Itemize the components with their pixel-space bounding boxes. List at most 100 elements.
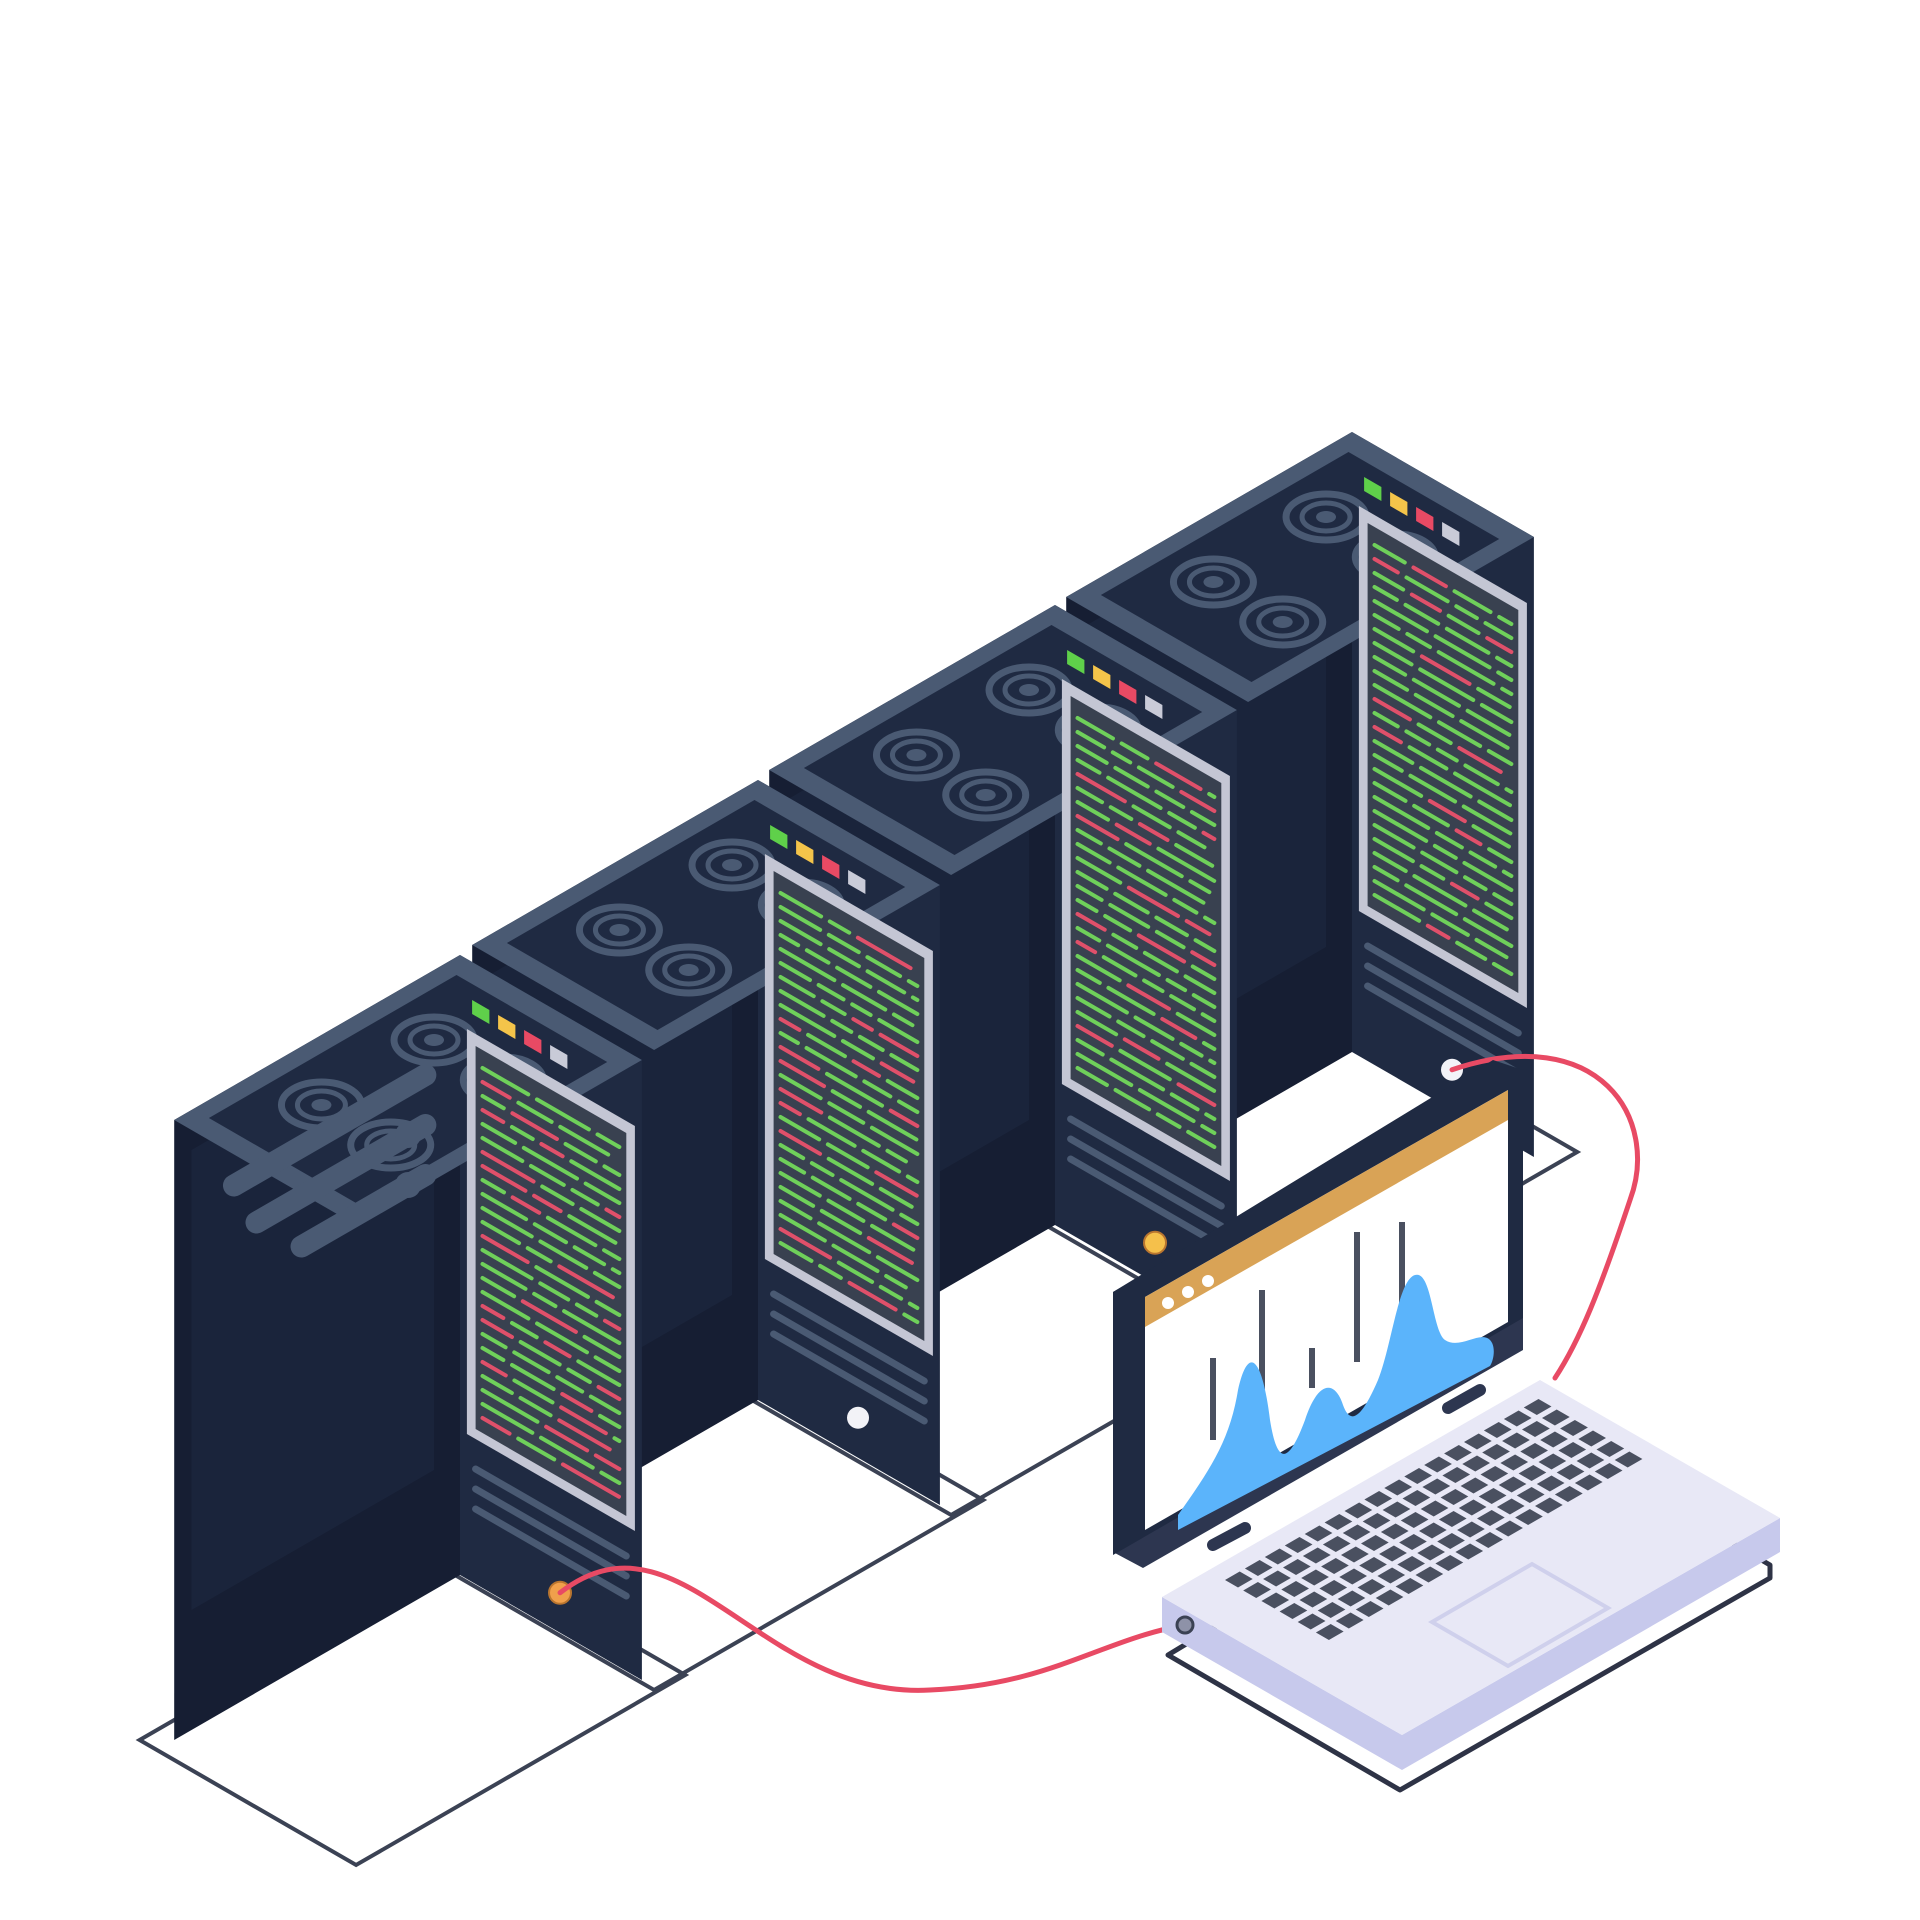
code-line <box>1179 789 1217 813</box>
code-line <box>1433 634 1492 670</box>
code-line <box>509 1321 539 1340</box>
code-line <box>1101 955 1138 978</box>
code-line <box>885 1078 920 1100</box>
keyboard-key <box>1483 1422 1512 1438</box>
code-line <box>1136 933 1187 964</box>
keyboard-key <box>1355 1601 1384 1617</box>
code-line <box>1372 655 1408 677</box>
code-line <box>778 1199 813 1221</box>
fan-icon <box>1299 500 1353 534</box>
keyboard-key <box>1495 1520 1523 1537</box>
code-line <box>525 1246 553 1264</box>
code-line <box>1403 602 1441 626</box>
keyboard-key <box>1297 1613 1326 1630</box>
code-line <box>778 1227 833 1260</box>
code-line <box>1419 654 1472 686</box>
code-line <box>516 1100 554 1124</box>
code-line <box>1146 868 1206 905</box>
code-line <box>778 1157 807 1175</box>
code-line <box>826 932 861 955</box>
code-line <box>1142 978 1165 994</box>
code-line <box>827 919 852 935</box>
code-line <box>1372 837 1415 864</box>
vent-slot <box>770 1310 928 1405</box>
vent-slot <box>1067 1155 1225 1250</box>
keyboard-key <box>1536 1475 1565 1492</box>
led-indicator-icon <box>1390 492 1408 516</box>
keyboard-key <box>1284 1537 1313 1553</box>
code-line <box>1075 786 1105 805</box>
keyboard-key <box>1339 1568 1367 1585</box>
code-line <box>480 1108 506 1124</box>
led-indicator-icon <box>770 825 788 849</box>
code-line <box>1075 716 1115 741</box>
code-line <box>1075 856 1123 885</box>
code-line <box>1142 950 1179 974</box>
keyboard-key <box>1523 1399 1552 1415</box>
code-line <box>1200 1012 1217 1023</box>
code-line <box>1075 772 1127 804</box>
code-line <box>1200 1124 1217 1135</box>
code-line <box>480 1122 518 1145</box>
code-line <box>602 1248 622 1261</box>
code-line <box>563 1141 598 1164</box>
code-line <box>1471 824 1511 849</box>
code-line <box>866 1235 914 1265</box>
code-line <box>1109 1057 1166 1092</box>
keyboard-key <box>1518 1465 1547 1481</box>
fan-icon <box>678 964 699 976</box>
code-line <box>1404 575 1450 604</box>
code-line <box>604 1207 622 1219</box>
code-line <box>510 1195 542 1215</box>
code-line <box>1207 792 1217 799</box>
keyboard-key <box>1460 1477 1489 1494</box>
code-line <box>1485 636 1514 654</box>
code-line <box>1446 613 1481 636</box>
code-line <box>778 891 824 919</box>
code-line <box>1137 822 1170 842</box>
code-line <box>480 1206 534 1239</box>
code-line <box>602 1164 622 1177</box>
code-line <box>1496 670 1514 682</box>
code-line <box>1183 974 1217 995</box>
code-line <box>1075 884 1104 902</box>
code-line <box>851 1059 882 1078</box>
code-line <box>869 1125 920 1156</box>
code-line <box>1427 798 1467 824</box>
code-line <box>1075 870 1109 891</box>
code-line <box>839 1178 895 1212</box>
code-line <box>878 1186 914 1209</box>
led-indicator-icon <box>524 1030 542 1054</box>
code-line <box>1404 883 1459 917</box>
code-line <box>1449 881 1480 901</box>
led-indicator-icon <box>1442 522 1460 546</box>
code-line <box>1174 842 1215 868</box>
browser-bar <box>1145 1090 1508 1327</box>
keyboard-key <box>1576 1452 1605 1469</box>
code-line <box>778 1073 823 1101</box>
code-line <box>899 1212 920 1226</box>
cable <box>557 1565 1188 1693</box>
code-line <box>778 933 801 948</box>
code-line <box>1191 993 1217 1009</box>
code-line <box>778 1003 837 1039</box>
code-line <box>876 989 920 1016</box>
code-line <box>851 1017 874 1032</box>
code-line <box>1491 961 1514 976</box>
code-line <box>902 1312 920 1324</box>
keyboard-key <box>1475 1532 1503 1548</box>
keyboard-key <box>1384 1479 1413 1496</box>
server-screen <box>1367 523 1519 993</box>
keyboard-key <box>1301 1569 1329 1586</box>
code-line <box>1075 954 1122 983</box>
code-line <box>572 1245 607 1267</box>
code-line <box>518 1395 553 1418</box>
code-line <box>480 1304 506 1321</box>
code-line <box>1108 805 1134 822</box>
code-line <box>1504 787 1514 794</box>
code-line <box>897 1099 920 1114</box>
code-line <box>1484 901 1514 920</box>
code-line <box>1372 893 1422 923</box>
code-line <box>1476 686 1512 710</box>
